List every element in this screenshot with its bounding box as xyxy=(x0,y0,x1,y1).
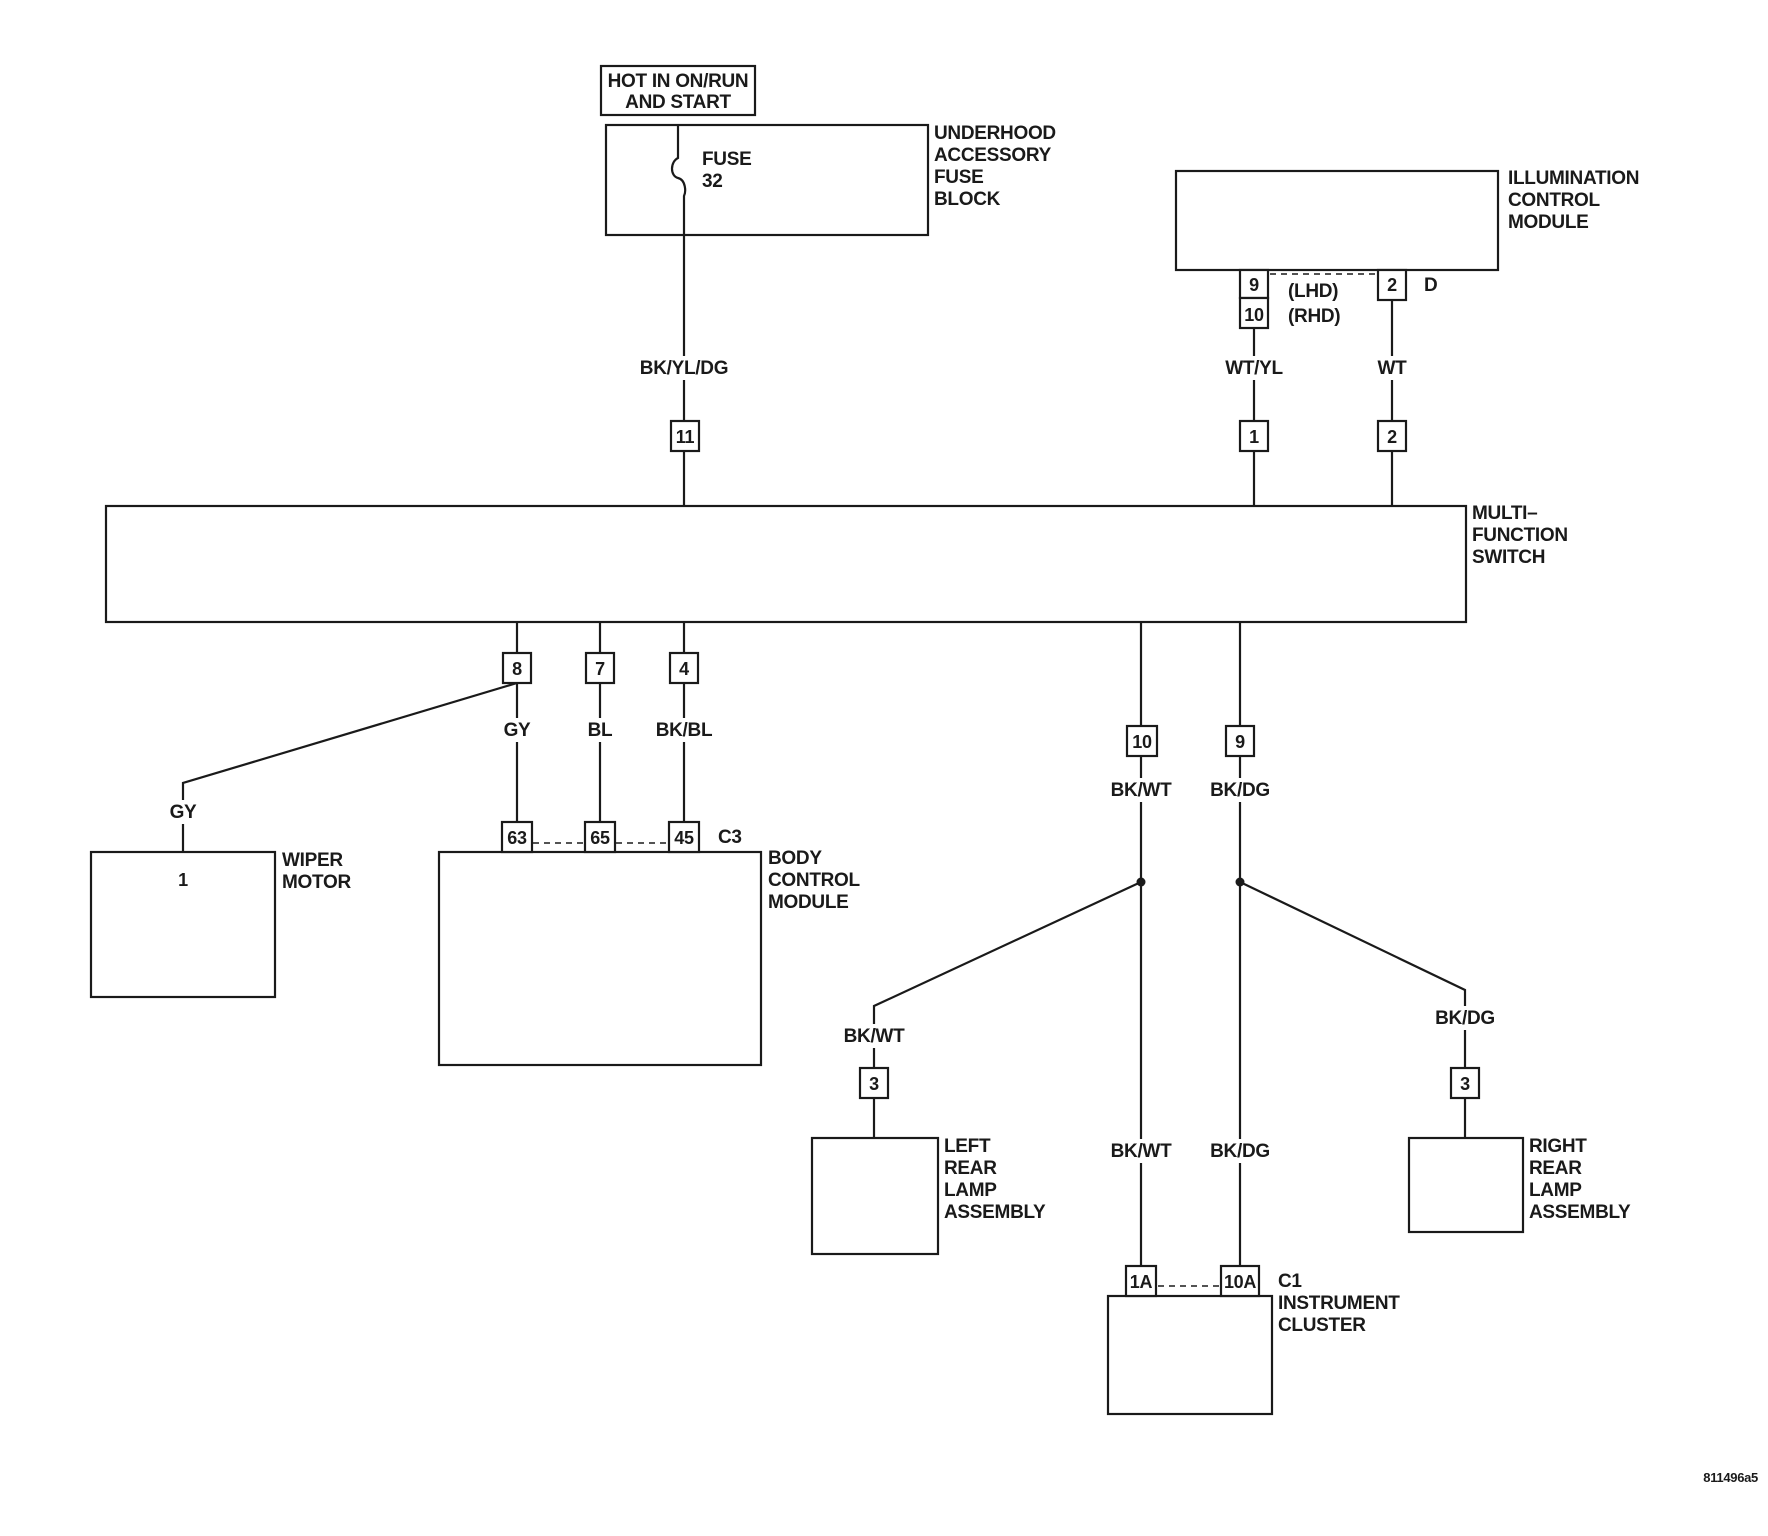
fuse-32-symbol xyxy=(670,125,687,506)
right-lamp-pin-3: 3 xyxy=(1460,1074,1470,1094)
wire-wt: WT xyxy=(1378,358,1408,379)
right-rear-lamp-assembly: 3 RIGHT REAR LAMP ASSEMBLY xyxy=(1407,1066,1631,1234)
icm-pin-note-lhd: (LHD) xyxy=(1288,281,1338,302)
fuse-block-label-line2: ACCESSORY xyxy=(934,145,1052,166)
right-lamp-pin-3-box xyxy=(1449,1066,1481,1100)
mfs-pin-11: 11 xyxy=(676,427,695,447)
bcm-connector-c3: C3 xyxy=(718,827,742,848)
mfs-label-line1: MULTI– xyxy=(1472,503,1537,524)
icm-pin-2-box xyxy=(1376,268,1408,302)
mfs-pin-10: 10 xyxy=(1132,732,1152,752)
wire-bl: BL xyxy=(588,720,613,741)
wire-bk-dg: BK/DG xyxy=(1210,780,1270,801)
mfs-pin-9: 9 xyxy=(1235,732,1245,752)
wire-bk-wt-to-left-lamp xyxy=(872,881,1142,1138)
wiper-motor: 1 WIPER MOTOR xyxy=(89,850,352,999)
mfs-pin-7-box xyxy=(584,651,616,685)
left-lamp-label-line2: REAR xyxy=(944,1158,997,1179)
bcm-label-line3: MODULE xyxy=(768,892,849,913)
left-lamp-pin-3-box xyxy=(858,1066,890,1100)
wiper-motor-label-line2: MOTOR xyxy=(282,872,351,893)
mfs-label-line2: FUNCTION xyxy=(1472,525,1568,546)
bcm-pin-45: 45 xyxy=(674,828,694,848)
bcm-label-line2: CONTROL xyxy=(768,870,861,891)
wire-bk-bl: BK/BL xyxy=(656,720,713,741)
mfs-pin-1: 1 xyxy=(1249,427,1259,447)
icm-pin-9-box xyxy=(1238,268,1270,300)
fuse-block-label-line1: UNDERHOOD xyxy=(934,123,1056,144)
svg-text:AND START: AND START xyxy=(625,92,731,113)
fuse-block-label-line3: FUSE xyxy=(934,167,983,188)
mfs-pin-2-box xyxy=(1376,419,1408,453)
mfs-label-line3: SWITCH xyxy=(1472,547,1545,568)
mfs-pin-8: 8 xyxy=(512,659,522,679)
right-lamp-label-line1: RIGHT xyxy=(1529,1136,1587,1157)
icm-label-line2: CONTROL xyxy=(1508,190,1601,211)
right-lamp-label-line2: REAR xyxy=(1529,1158,1582,1179)
cluster-connector-c1: C1 xyxy=(1278,1271,1302,1292)
fuse-number: 32 xyxy=(702,171,723,192)
wire-bk-dg-right: BK/DG xyxy=(1435,1008,1495,1029)
mfs-pin-11-box xyxy=(669,419,701,453)
wire-bk-dg-cluster: BK/DG xyxy=(1210,1141,1270,1162)
wire-gy-wiper: GY xyxy=(170,802,197,823)
instrument-cluster: 1A 10A C1 INSTRUMENT CLUSTER xyxy=(1106,1264,1401,1416)
wire-gy-to-wiper-motor xyxy=(181,681,518,852)
bcm-pin-65: 65 xyxy=(590,828,610,848)
figure-code: 811496a5 xyxy=(1703,1470,1758,1485)
body-control-module: 63 65 45 C3 BODY CONTROL MODULE xyxy=(437,820,861,1067)
bcm-label-line1: BODY xyxy=(768,848,822,869)
mfs-pin-2: 2 xyxy=(1387,427,1397,447)
wire-wt-yl: WT/YL xyxy=(1225,358,1283,379)
icm-pin-10-box xyxy=(1238,296,1270,330)
left-lamp-label-line3: LAMP xyxy=(944,1180,997,1201)
mfs-pin-7: 7 xyxy=(595,659,605,679)
icm-label-line1: ILLUMINATION xyxy=(1508,168,1639,189)
icm-pin-note-rhd: (RHD) xyxy=(1288,306,1340,327)
cluster-label-line2: CLUSTER xyxy=(1278,1315,1366,1336)
cluster-label-line1: INSTRUMENT xyxy=(1278,1293,1400,1314)
wiper-motor-pin-1: 1 xyxy=(178,870,188,890)
multifunction-switch: MULTI– FUNCTION SWITCH xyxy=(104,503,1568,624)
bcm-pin-63-box xyxy=(500,820,534,854)
right-lamp-label-line3: LAMP xyxy=(1529,1180,1582,1201)
cluster-pin-1a-box xyxy=(1124,1264,1158,1298)
left-lamp-label-line1: LEFT xyxy=(944,1136,991,1157)
illumination-control-module: ILLUMINATION CONTROL MODULE 9 10 (LHD) (… xyxy=(1174,168,1639,330)
wire-gy-bcm: GY xyxy=(504,720,531,741)
cluster-pin-1a: 1A xyxy=(1130,1272,1153,1292)
right-lamp-label-line4: ASSEMBLY xyxy=(1529,1202,1631,1223)
left-lamp-pin-3: 3 xyxy=(869,1074,879,1094)
icm-label-line3: MODULE xyxy=(1508,212,1589,233)
bcm-pin-45-box xyxy=(667,820,701,854)
bcm-pin-63: 63 xyxy=(507,828,527,848)
fuse-block-label-line4: BLOCK xyxy=(934,189,1001,210)
wire-bk-dg-to-right-lamp xyxy=(1239,881,1467,1138)
cluster-pin-10a-box xyxy=(1219,1264,1261,1298)
mfs-pin-4: 4 xyxy=(679,659,689,679)
wire-bk-wt-cluster: BK/WT xyxy=(1111,1141,1172,1162)
mfs-pin-1-box xyxy=(1238,419,1270,453)
wiper-motor-label-line1: WIPER xyxy=(282,850,343,871)
wire-bk-wt: BK/WT xyxy=(1111,780,1172,801)
icm-pin-2: 2 xyxy=(1387,275,1397,295)
left-rear-lamp-assembly: 3 LEFT REAR LAMP ASSEMBLY xyxy=(810,1066,1046,1256)
icm-pin-9: 9 xyxy=(1249,275,1259,295)
wire-bk-wt-left: BK/WT xyxy=(844,1026,905,1047)
hot-in-run-start-label: HOT IN ON/RUN AND START xyxy=(599,64,757,117)
left-lamp-label-line4: ASSEMBLY xyxy=(944,1202,1046,1223)
wire-bk-yl-dg: BK/YL/DG xyxy=(640,358,728,379)
fuse-label: FUSE xyxy=(702,149,751,170)
svg-text:HOT IN ON/RUN: HOT IN ON/RUN xyxy=(608,71,749,92)
bcm-pin-65-box xyxy=(583,820,617,854)
mfs-pin-9-box xyxy=(1224,724,1256,758)
icm-pin-10: 10 xyxy=(1244,305,1264,325)
cluster-pin-10a: 10A xyxy=(1224,1272,1256,1292)
mfs-pin-10-box xyxy=(1125,724,1159,758)
underhood-accessory-fuse-block: FUSE 32 UNDERHOOD ACCESSORY FUSE BLOCK xyxy=(604,123,1056,506)
icm-connector-d: D xyxy=(1424,275,1437,296)
mfs-pin-4-box xyxy=(668,651,700,685)
